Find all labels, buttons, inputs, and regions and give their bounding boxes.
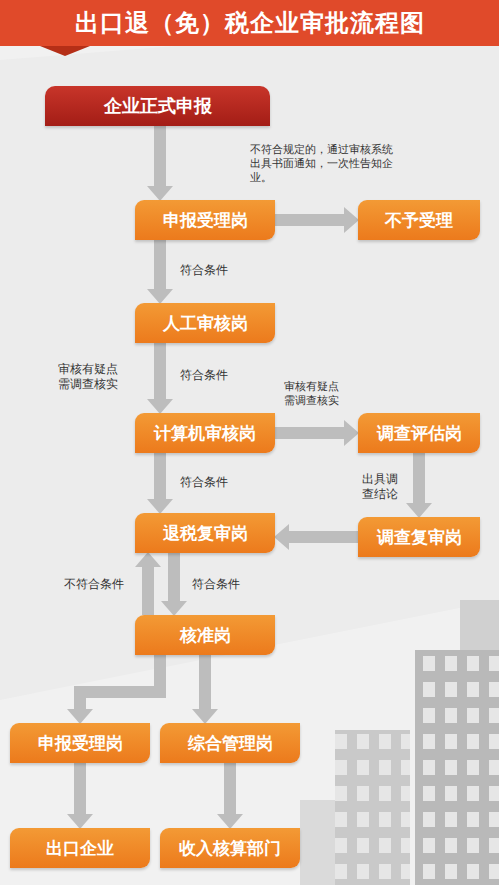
node-label: 收入核算部门 [179,837,281,860]
process-box: 不予受理 [358,200,480,240]
flow-arrow [80,655,160,709]
process-box: 申报受理岗 [135,200,275,240]
edge-label: 符合条件 [180,475,250,490]
flow-arrow [413,453,425,503]
process-box: 出口企业 [10,828,150,868]
node-label: 人工审核岗 [163,312,248,335]
flow-arrow [154,126,166,186]
flow-arrow [275,214,344,226]
edge-label: 不符合规定的，通过审核系统出具书面通知，一次性告知企业。 [250,143,398,184]
node-label: 调查复审岗 [377,526,462,549]
node-label: 综合管理岗 [188,732,273,755]
node-label: 不予受理 [385,209,453,232]
process-box: 收入核算部门 [160,828,300,868]
edge-label: 符合条件 [192,577,262,592]
flow-arrow [275,427,344,439]
title-text: 出口退（免）税企业审批流程图 [0,7,499,39]
flow-arrow [154,240,166,289]
node-label: 计算机审核岗 [154,422,256,445]
process-box: 退税复审岗 [135,513,275,553]
edge-label: 符合条件 [180,263,250,278]
flow-arrow [289,531,358,543]
node-label: 调查评估岗 [377,422,462,445]
edge-label: 审核有疑点需调查核实 [284,380,348,408]
node-label: 申报受理岗 [38,732,123,755]
edge-label: 不符合条件 [64,577,140,592]
flow-arrow [142,567,154,615]
node-label: 出口企业 [46,837,114,860]
node-label: 申报受理岗 [163,209,248,232]
process-box: 调查评估岗 [358,413,480,453]
process-box: 计算机审核岗 [135,413,275,453]
flow-arrow [224,763,236,814]
note-label: 审核有疑点需调查核实 [58,362,122,392]
node-label: 企业正式申报 [104,94,212,118]
title-ribbon [40,46,90,56]
light-band [0,20,499,700]
node-label: 退税复审岗 [163,522,248,545]
flow-arrow [154,343,166,399]
edge-label: 符合条件 [180,368,250,383]
flow-arrow [74,763,86,814]
flow-arrow [154,453,166,499]
process-box: 申报受理岗 [10,723,150,763]
title-band [0,0,499,46]
process-box: 核准岗 [135,615,275,655]
process-box: 调查复审岗 [358,517,480,557]
buildings [300,600,499,885]
flow-arrow [199,655,211,709]
flow-arrow [168,553,180,601]
node-label: 核准岗 [180,624,231,647]
process-box: 人工审核岗 [135,303,275,343]
process-box: 综合管理岗 [160,723,300,763]
start-box: 企业正式申报 [45,86,270,126]
edge-label: 出具调查结论 [362,472,402,502]
